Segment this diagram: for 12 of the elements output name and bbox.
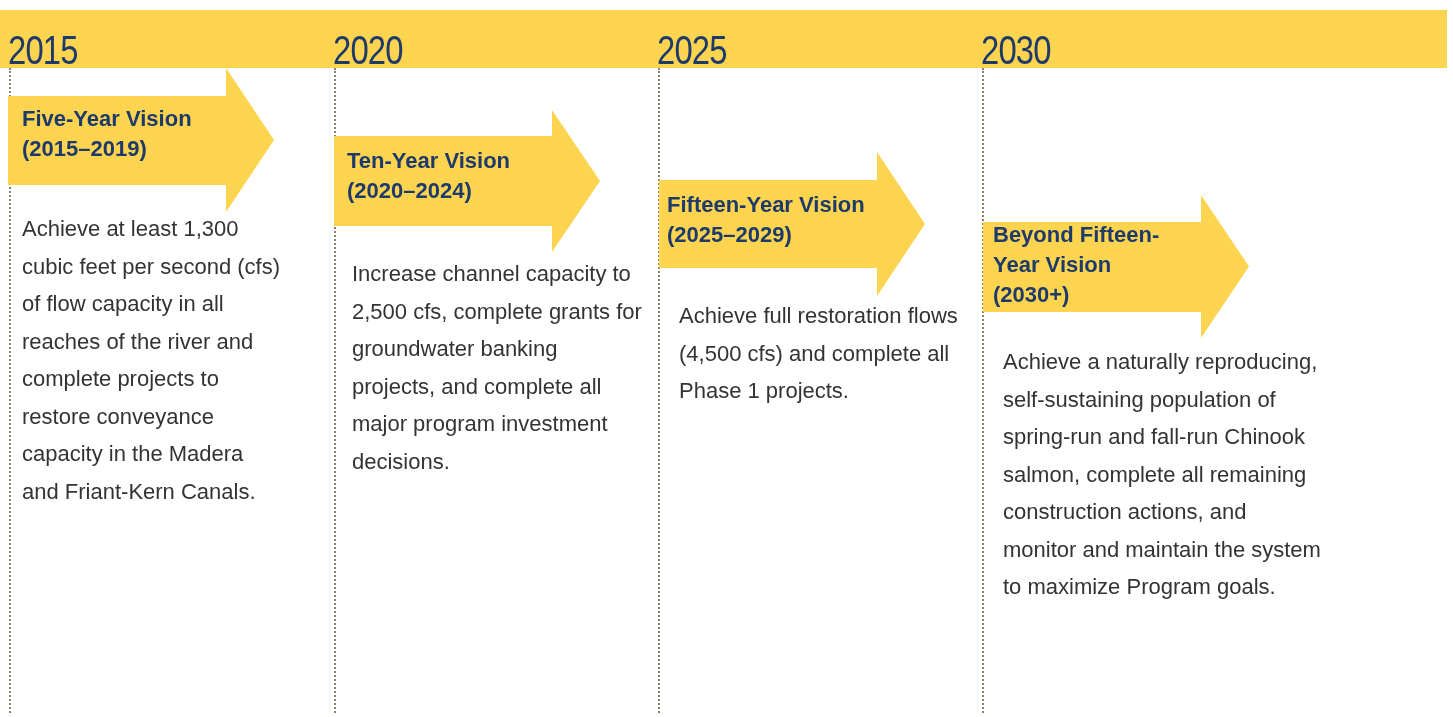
- vision-heading: Beyond Fifteen-Year Vision (2030+): [993, 221, 1161, 309]
- year-label: 2025: [657, 28, 727, 72]
- vision-heading: Ten-Year Vision (2020–2024): [347, 147, 512, 205]
- vision-heading: Fifteen-Year Vision (2025–2029): [667, 191, 866, 249]
- vision-heading: Five-Year Vision (2015–2019): [22, 105, 193, 163]
- vision-description: Achieve a naturally reproducing, self-sustaining population of spring-run and fall-run Chinook salmon, complete all remaining construction actions, and monitor and maintain the system to maximize Program goals.: [1003, 348, 1322, 601]
- year-label: 2015: [8, 28, 78, 72]
- vision-description: Achieve at least 1,300 cubic feet per second (cfs) of flow capacity in all reaches of the river and complete projects to restore conveyance capacity in the Madera and Friant-Kern Canals.: [22, 215, 281, 506]
- vision-description: Increase channel capacity to 2,500 cfs, complete grants for groundwater banking projects, and complete all major program investment decisions.: [352, 260, 643, 476]
- year-label: 2030: [981, 28, 1051, 72]
- year-label: 2020: [333, 28, 403, 72]
- vision-description: Achieve full restoration flows (4,500 cfs) and complete all Phase 1 projects.: [679, 302, 959, 405]
